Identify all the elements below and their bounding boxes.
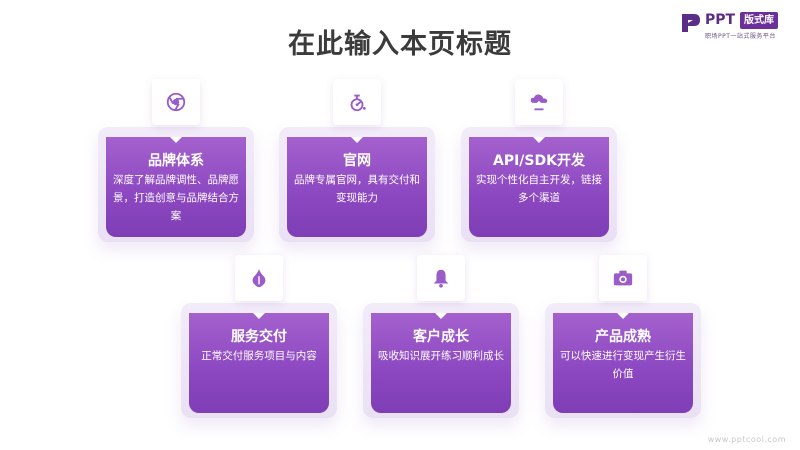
card-description: 实现个性化自主开发，链接多个渠道 [476,174,602,204]
logo-tagline: 职场PPT一站式服务平台 [705,33,776,40]
card-customer-growth: 客户成长 吸收知识展开练习顺利成长 [363,255,519,418]
card-notch [435,313,447,319]
card-title: 品牌体系 [148,153,204,169]
cloud-upload-icon [530,94,548,111]
card-panel [371,313,511,413]
card-panel [106,137,246,237]
icon-tile [152,79,200,125]
brand-logo: PPT 版式库 职场PPT一站式服务平台 [680,10,798,44]
card-notch [617,313,629,319]
logo-brand-text: PPT [705,12,736,28]
icon-tile [599,255,647,301]
icon-tile [515,79,563,125]
card-title: 官网 [343,153,371,169]
card-description: 可以快速进行变现产生衍生价值 [560,350,686,380]
icon-tile [235,255,283,301]
card-panel [469,137,609,237]
icon-tile [417,255,465,301]
bell-icon [433,269,449,288]
icon-tile [333,79,381,125]
card-title: 产品成熟 [595,329,651,345]
logo-badge: 版式库 [740,12,778,29]
card-description: 深度了解品牌调性、品牌愿景，打造创意与品牌结合方案 [113,174,239,222]
card-notch [533,137,545,143]
card-panel [287,137,427,237]
card-title: API/SDK开发 [493,153,585,169]
card-notch [170,137,182,143]
garlic-icon [252,268,266,288]
card-api-sdk: API/SDK开发 实现个性化自主开发，链接多个渠道 [461,79,617,242]
bicycle-icon [350,94,366,112]
card-panel [189,313,329,413]
card-title: 客户成长 [413,329,469,345]
card-description: 品牌专属官网，具有交付和变现能力 [294,174,420,204]
logo-mark-icon [682,14,700,32]
card-description: 吸收知识展开练习顺利成长 [378,350,504,362]
card-panel [553,313,693,413]
card-service-delivery: 服务交付 正常交付服务项目与内容 [181,255,337,418]
card-notch [351,137,363,143]
card-product-maturity: 产品成熟 可以快速进行变现产生衍生价值 [545,255,701,418]
card-title: 服务交付 [231,329,287,345]
card-website: 官网 品牌专属官网，具有交付和变现能力 [279,79,435,242]
chrome-icon [166,92,186,112]
card-description: 正常交付服务项目与内容 [201,350,317,362]
card-notch [253,313,265,319]
page-title: 在此输入本页标题 [288,29,512,60]
watermark: www.pptcool.com [707,435,786,444]
card-brand-system: 品牌体系 深度了解品牌调性、品牌愿景，打造创意与品牌结合方案 [98,79,254,242]
camera-icon [613,270,633,286]
